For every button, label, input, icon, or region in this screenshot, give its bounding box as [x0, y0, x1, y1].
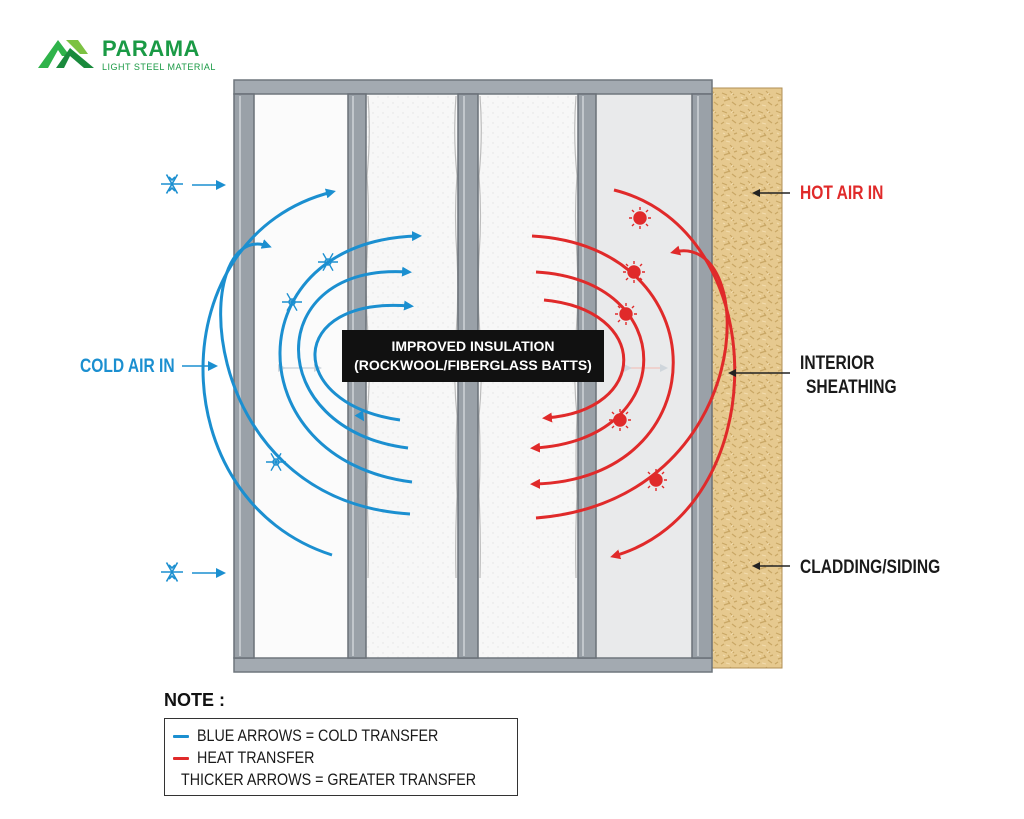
- logo-name: PARAMA: [102, 36, 200, 61]
- snowflake-icon-bay-1: [318, 252, 338, 272]
- hot-arrow-3: [530, 234, 675, 489]
- top-track: [233, 79, 713, 95]
- cold-arrow-2: [219, 239, 411, 516]
- sun-icon-2: [623, 261, 645, 283]
- legend-text-heat: HEAT TRANSFER: [197, 748, 315, 767]
- legend-text-thicker: THICKER ARROWS = GREATER TRANSFER: [181, 770, 477, 789]
- steel-stud-5: [691, 93, 713, 659]
- logo-subtitle: LIGHT STEEL MATERIAL: [102, 62, 216, 72]
- parama-logo: PARAMA LIGHT STEEL MATERIAL: [36, 34, 216, 74]
- legend-item-heat: HEAT TRANSFER: [173, 747, 517, 769]
- sun-icon-3: [615, 303, 637, 325]
- sun-icon-4: [609, 409, 631, 431]
- legend-swatch-red: [173, 756, 189, 760]
- wall-bay-1: [254, 94, 348, 658]
- steel-stud-1: [233, 93, 255, 659]
- cladding-siding-label: CLADDING/SIDING: [800, 557, 941, 578]
- snowflake-icon-top-left: [161, 174, 183, 194]
- snowflake-icon-bay-2: [282, 292, 302, 312]
- cladding-panel: [711, 87, 783, 669]
- legend-item-thicker: THICKER ARROWS = GREATER TRANSFER: [173, 769, 517, 791]
- sheathing-panel: [596, 94, 692, 658]
- interior-sheathing-label-line1: INTERIOR: [800, 353, 875, 374]
- insulation-label-line1: IMPROVED INSULATION: [391, 338, 555, 354]
- hot-arrow-4: [530, 270, 646, 453]
- bottom-track: [233, 657, 713, 673]
- cold-air-label: COLD AIR IN: [80, 356, 175, 377]
- snowflake-icon-bottom-left: [161, 562, 183, 582]
- sun-icon-5: [645, 469, 667, 491]
- insulation-label-line2: (ROCKWOOL/FIBERGLASS BATTS): [354, 357, 592, 373]
- hot-air-label: HOT AIR IN: [800, 183, 884, 204]
- legend-swatch-blue: [173, 734, 189, 738]
- legend-text-cold: BLUE ARROWS = COLD TRANSFER: [197, 726, 439, 745]
- sun-icon-1: [629, 207, 651, 229]
- parama-logo-icon: [38, 40, 94, 68]
- note-title: NOTE :: [164, 690, 225, 710]
- hot-arrow-5: [542, 298, 626, 423]
- insulation-label-box: IMPROVED INSULATION (ROCKWOOL/FIBERGLASS…: [342, 330, 604, 382]
- hot-arrow-2: [535, 245, 729, 520]
- cold-arrow-outer: [201, 188, 336, 557]
- cold-arrow-5: [313, 300, 414, 422]
- cold-arrow-4: [297, 266, 412, 450]
- snowflake-icon-bay-3: [266, 452, 286, 472]
- cold-arrow-3: [278, 231, 422, 484]
- legend-item-cold: BLUE ARROWS = COLD TRANSFER: [173, 725, 517, 747]
- interior-sheathing-label-line2: SHEATHING: [806, 377, 897, 398]
- legend-box: BLUE ARROWS = COLD TRANSFER HEAT TRANSFE…: [164, 718, 518, 796]
